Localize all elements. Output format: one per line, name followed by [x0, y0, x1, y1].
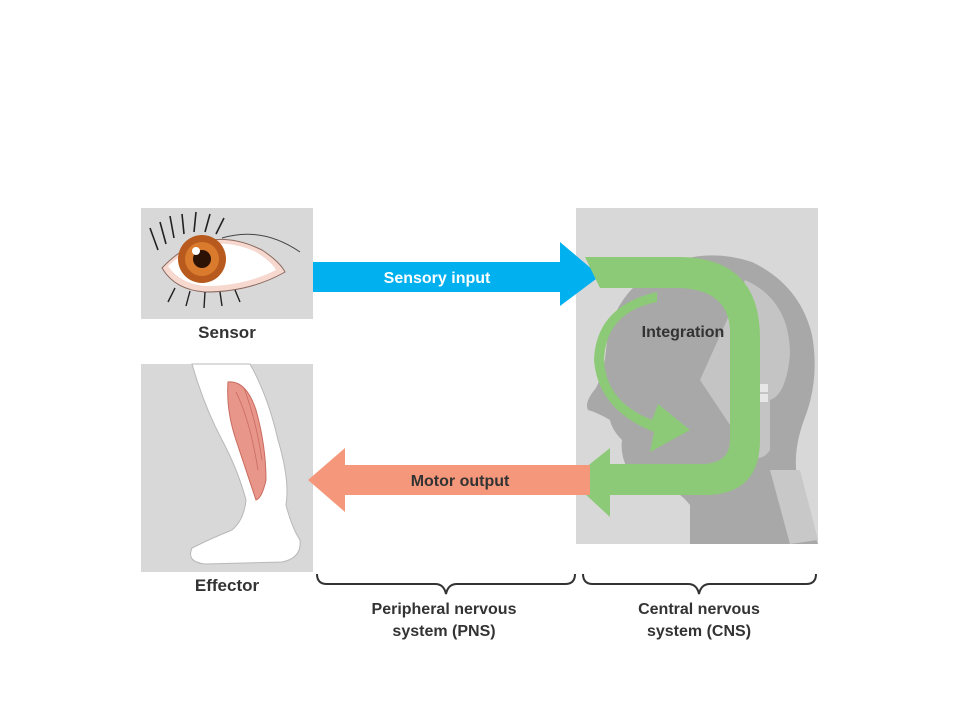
sensory-input-arrow	[313, 242, 600, 306]
pns-label-line2: system (PNS)	[392, 623, 495, 640]
sensory-input-label: Sensory input	[384, 270, 491, 287]
cns-label-line2: system (CNS)	[647, 623, 751, 640]
eye-icon	[149, 211, 301, 309]
sensor-label: Sensor	[198, 323, 256, 342]
sensor-panel	[141, 208, 313, 319]
cns-label-line1: Central nervous	[638, 601, 760, 618]
effector-panel	[141, 363, 313, 572]
pns-brace	[316, 573, 576, 595]
motor-output-label: Motor output	[411, 473, 510, 490]
leg-muscle-icon	[190, 363, 301, 565]
effector-label: Effector	[195, 576, 260, 595]
motor-output-arrow	[308, 448, 590, 512]
pns-label-line1: Peripheral nervous	[372, 601, 517, 618]
cns-brace	[582, 573, 817, 595]
integration-label: Integration	[642, 324, 725, 341]
